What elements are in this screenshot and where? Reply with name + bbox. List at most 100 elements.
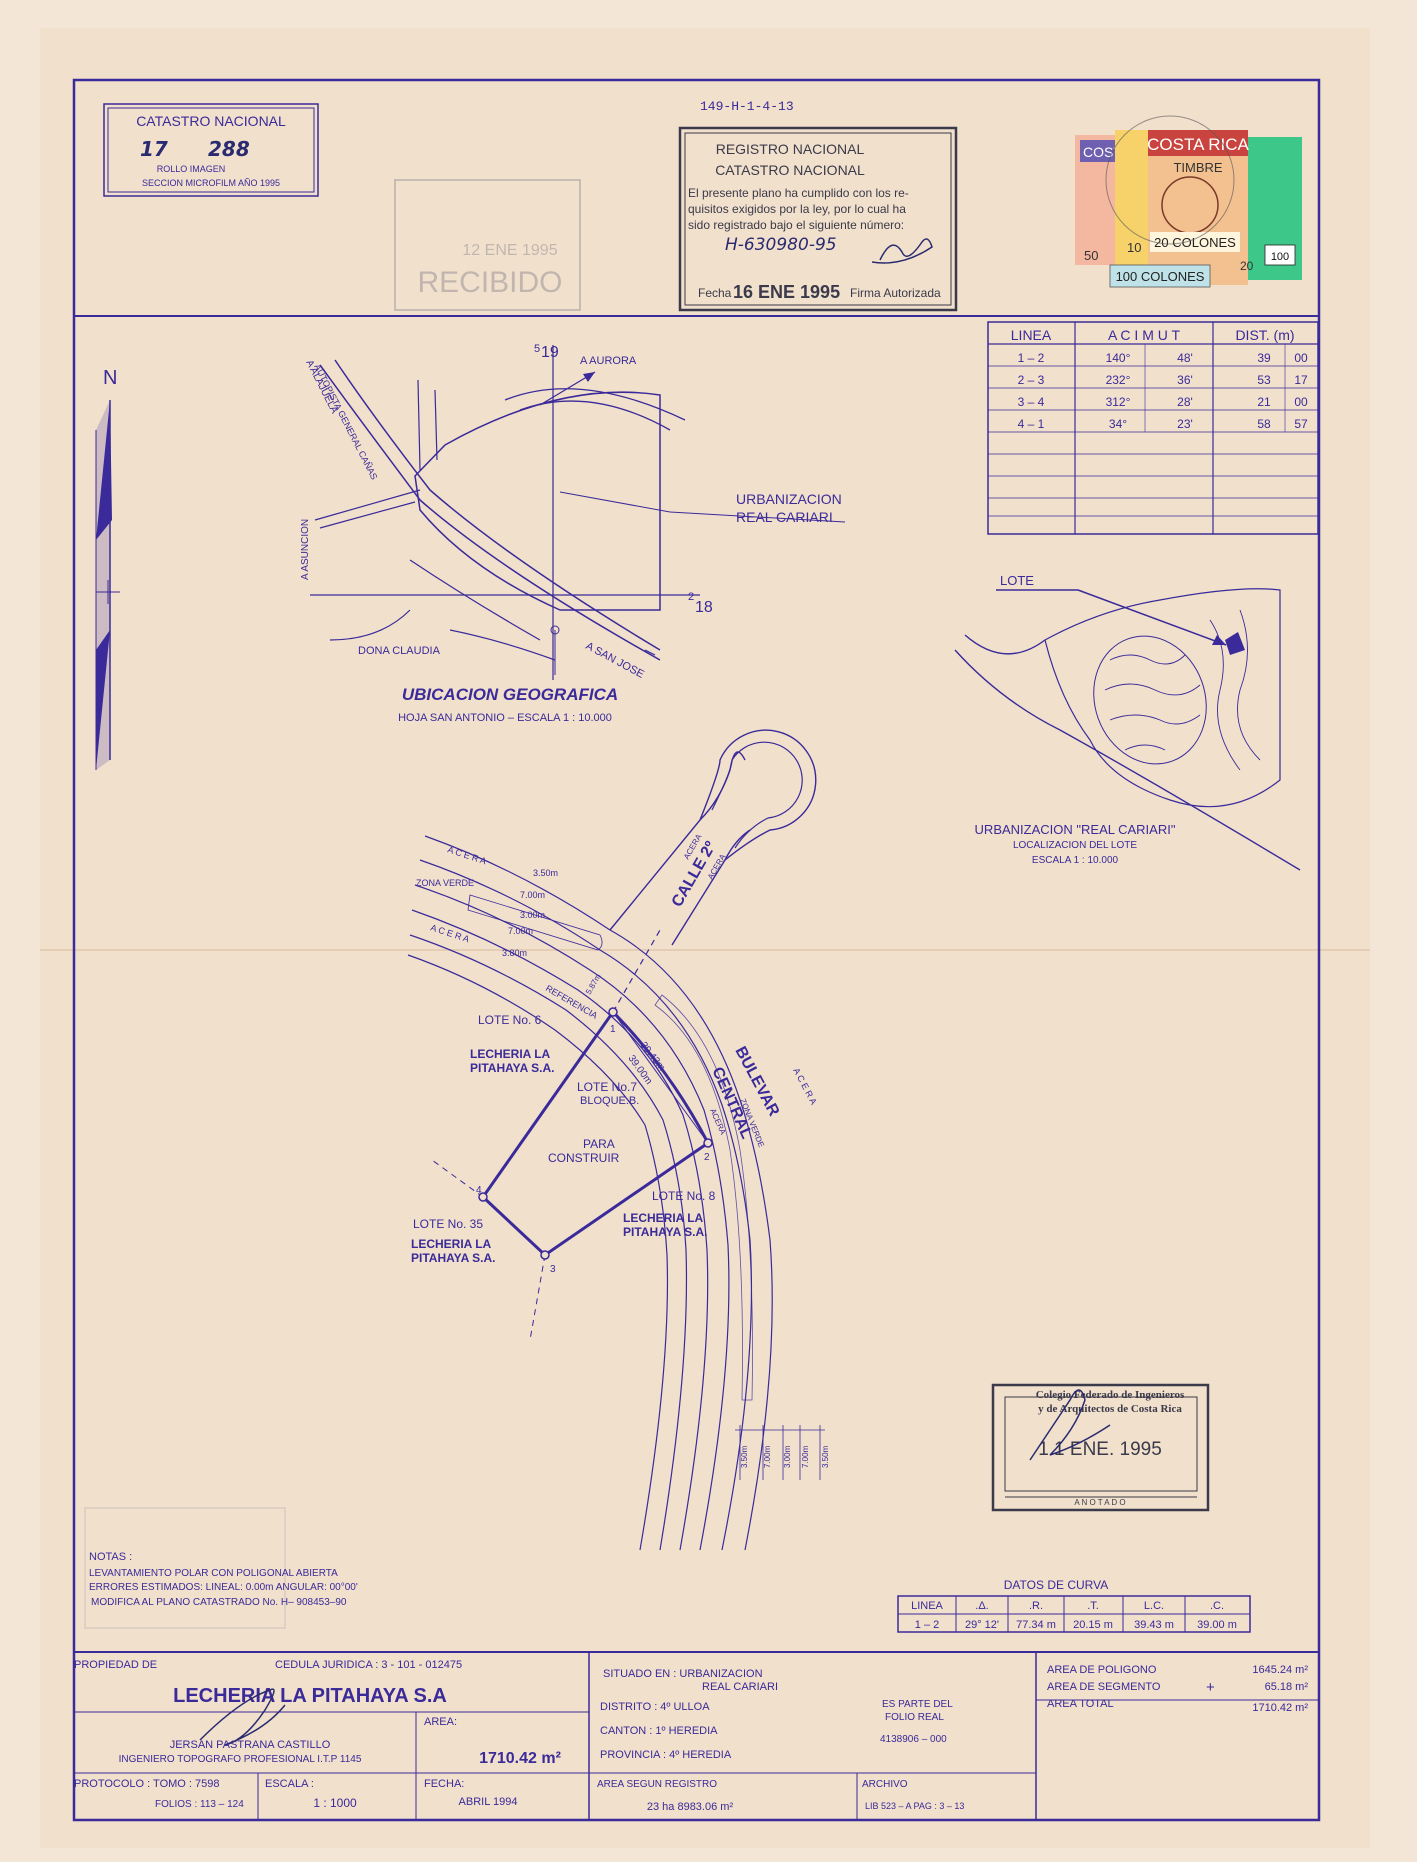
catastro-number-a: 17 (140, 137, 168, 161)
azimut-dist-m: 21 (1257, 395, 1271, 409)
lote-label: LOTE (1000, 573, 1034, 588)
area-poligono: 1645.24 m² (1252, 1664, 1308, 1676)
plan-width-700-b: 7.00m (801, 1445, 810, 1468)
azimut-header-dist: DIST. (m) (1235, 327, 1294, 343)
curva-header-delta: .Δ. (975, 1600, 988, 1612)
fecha-label: FECHA: (424, 1778, 464, 1790)
label-real-cariari: REAL CARIARI (736, 509, 833, 525)
stamp-value-100-small: 100 (1271, 251, 1289, 263)
catastro-number-b: 288 (208, 137, 250, 161)
catastro-line2: SECCION MICROFILM AÑO 1995 (142, 178, 280, 188)
plan-zona-verde: ZONA VERDE (416, 878, 474, 888)
area-segun-registro: 23 ha 8983.06 m² (647, 1801, 734, 1813)
curva-header-r: .R. (1029, 1600, 1043, 1612)
stamp-value-20-colones: 20 COLONES (1154, 235, 1236, 250)
azimut-header-acimut: A C I M U T (1108, 327, 1181, 343)
recibido-stamp: 12 ENE 1995 RECIBIDO (394, 179, 581, 311)
paper (40, 28, 1370, 1848)
coord-18-label: 18 (695, 599, 713, 616)
azimut-table: LINEA A C I M U T DIST. (m) 1 – 2 140° 4… (987, 321, 1319, 535)
azimut-linea: 4 – 1 (1018, 417, 1045, 431)
plan-lote-7: LOTE No.7 (577, 1080, 637, 1094)
notas-line3: MODIFICA AL PLANO CATASTRADO No. H– 9084… (91, 1597, 347, 1608)
colegio-footer: A N O T A D O (1074, 1498, 1125, 1507)
surveyor-signature (199, 1688, 286, 1746)
canton: CANTON : 1º HEREDIA (600, 1725, 718, 1737)
azimut-dist-cm: 17 (1294, 373, 1308, 387)
azimut-min: 23' (1177, 417, 1193, 431)
plan-lote-8: LOTE No. 8 (652, 1189, 716, 1203)
outer-frame (72, 78, 1321, 1822)
title-block: PROPIEDAD DE CEDULA JURIDICA : 3 - 101 -… (74, 1651, 1319, 1820)
point-4: 4 (476, 1185, 482, 1196)
area-segmento-plus: + (1206, 1679, 1215, 1696)
azimut-min: 48' (1177, 351, 1193, 365)
north-arrow: N (95, 367, 120, 770)
colegio-federado-stamp: Colegio Federado de Ingenieros y de Arqu… (991, 1383, 1210, 1512)
registro-title1: REGISTRO NACIONAL (716, 141, 865, 157)
label-urbanizacion: URBANIZACION (736, 491, 842, 507)
point-2: 2 (704, 1152, 710, 1163)
plan-dim-300: 3.00m (520, 910, 545, 920)
colegio-signature (1029, 1389, 1111, 1461)
cancellation-postmark (1105, 115, 1235, 245)
azimut-dist-cm: 00 (1294, 395, 1308, 409)
plan-lote-6: LOTE No. 6 (478, 1013, 542, 1027)
folios: FOLIOS : 113 – 124 (155, 1799, 244, 1810)
lot-polygon (481, 1011, 709, 1257)
azimut-dist-m: 53 (1257, 373, 1271, 387)
registro-firma: Firma Autorizada (850, 286, 941, 300)
area-segmento: 65.18 m² (1265, 1681, 1309, 1693)
plan-construir: CONSTRUIR (548, 1151, 620, 1165)
urbanizacion-hatched-area (414, 391, 661, 611)
registro-title2: CATASTRO NACIONAL (715, 162, 865, 178)
plan-width-350-b: 3.50m (821, 1445, 830, 1468)
plan-lechera-1: LECHERIA LA (470, 1047, 551, 1061)
reference-code: 149-H-1-4-13 (700, 99, 794, 114)
plan-dim-700b: 7.00m (508, 926, 533, 936)
cedula-juridica: CEDULA JURIDICA : 3 - 101 - 012475 (275, 1659, 462, 1671)
area-total: 1710.42 m² (1252, 1702, 1308, 1714)
fecha-value: ABRIL 1994 (459, 1796, 518, 1808)
plan-dim-380: 3.80m (502, 948, 527, 958)
stamp-value-20: 20 (1240, 259, 1254, 273)
azimut-row: 2 – 3 232° 36' 53 17 (1018, 373, 1308, 387)
registro-text1: El presente plano ha cumplido con los re… (688, 186, 909, 200)
propiedad-label: PROPIEDAD DE (74, 1659, 157, 1671)
curva-c: 39.00 m (1197, 1619, 1237, 1631)
stamp-value-50: 50 (1084, 248, 1098, 263)
plan-lote-35: LOTE No. 35 (413, 1217, 483, 1231)
ubicacion-title: UBICACION GEOGRAFICA (402, 685, 618, 704)
archivo-label: ARCHIVO (862, 1779, 908, 1790)
colegio-line1: Colegio Federado de Ingenieros (1036, 1389, 1185, 1401)
folio-real-label: FOLIO REAL (885, 1712, 944, 1723)
area-total-label: AREA TOTAL (1047, 1698, 1114, 1710)
azimut-row: 1 – 2 140° 48' 39 00 (1018, 351, 1308, 365)
registro-number: H-630980-95 (725, 235, 837, 255)
protocolo-tomo: PROTOCOLO : TOMO : 7598 (74, 1778, 220, 1790)
registro-text2: quisitos exigidos por la ley, por lo cua… (688, 202, 906, 216)
curva-title: DATOS DE CURVA (1004, 1578, 1108, 1592)
azimut-dist-cm: 00 (1294, 351, 1308, 365)
azimut-min: 28' (1177, 395, 1193, 409)
label-a-asuncion: A ASUNCION (300, 519, 311, 580)
datos-curva-table: DATOS DE CURVA LINEA .Δ. .R. .T. L.C. .C… (897, 1578, 1251, 1633)
azimut-row: 3 – 4 312° 28' 21 00 (1018, 395, 1308, 409)
plan-lechera-2: LECHERIA LA (623, 1211, 704, 1225)
area-label: AREA: (424, 1716, 457, 1728)
curva-lc: 39.43 m (1134, 1619, 1174, 1631)
azimut-dist-m: 39 (1257, 351, 1271, 365)
owner-name: LECHERIA LA PITAHAYA S.A (173, 1685, 447, 1707)
distrito: DISTRITO : 4º ULLOA (600, 1701, 710, 1713)
point-3: 3 (550, 1264, 556, 1275)
stamp-value-10: 10 (1127, 240, 1141, 255)
catastro-line1: ROLLO IMAGEN (157, 164, 226, 174)
ingeniero-title: INGENIERO TOPOGRAFO PROFESIONAL I.T.P 11… (119, 1754, 362, 1765)
blue-stamp (1109, 264, 1211, 288)
fiscal-stamps: 100 COSTA 50 10 COSTA RICA TIMBRE 20 COL… (1075, 115, 1302, 288)
colegio-line2: y de Arquitectos de Costa Rica (1038, 1403, 1182, 1415)
area-value: 1710.42 m² (479, 1750, 561, 1767)
notas-block: NOTAS : LEVANTAMIENTO POLAR CON POLIGONA… (89, 1551, 358, 1608)
azimut-deg: 312° (1106, 395, 1131, 409)
